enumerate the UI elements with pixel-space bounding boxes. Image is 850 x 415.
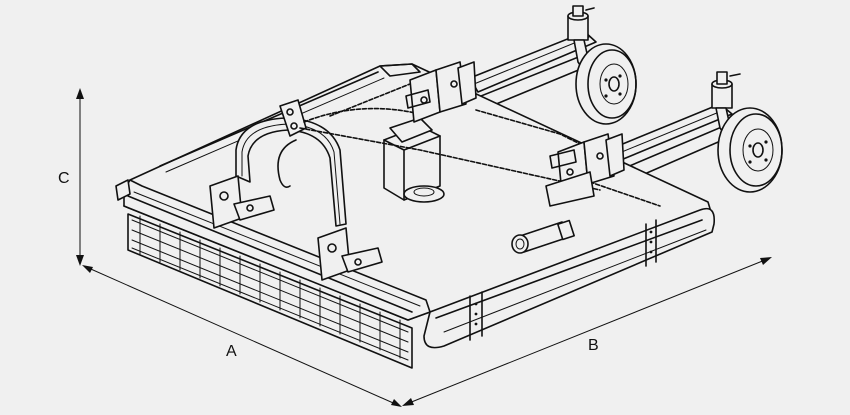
- chain-guard: [127, 213, 413, 369]
- dimension-label-b: B: [588, 337, 599, 354]
- dimension-b: B: [402, 257, 772, 406]
- dimension-label-a: A: [226, 343, 237, 360]
- rear-wheel-lower: [717, 107, 783, 193]
- dimension-c: C: [58, 88, 84, 266]
- gearbox: [383, 117, 445, 203]
- hydraulic-cylinder: [511, 219, 575, 254]
- dimension-label-c: C: [58, 170, 70, 187]
- mast-bracket-lower: [545, 133, 625, 207]
- rear-wheel-upper: [575, 43, 637, 125]
- mast-bracket-upper: [405, 61, 477, 123]
- hitch-a-frame: [209, 99, 383, 281]
- dimension-a: A: [82, 265, 402, 407]
